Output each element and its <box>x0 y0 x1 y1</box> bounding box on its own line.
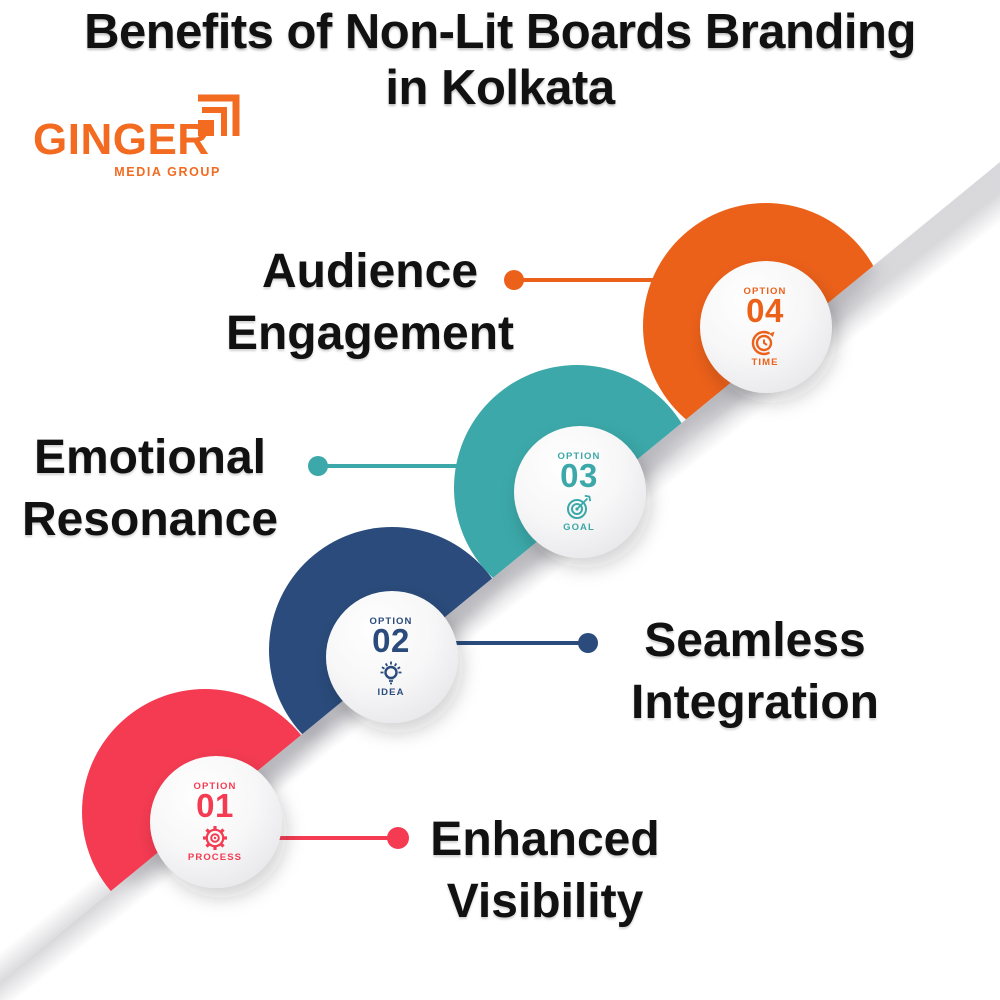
logo-wordmark: GINGER <box>33 115 210 164</box>
option-04-inner-circle <box>700 261 832 393</box>
lightbulb-icon <box>380 661 402 685</box>
option-02-number: 02 <box>372 622 410 659</box>
page-title-line1: Benefits of Non-Lit Boards Branding <box>84 5 916 59</box>
option-01-category: PROCESS <box>188 852 242 863</box>
option-04-label: OPTION <box>743 286 786 297</box>
connector-dot-03 <box>308 456 328 476</box>
page-title-line2: in Kolkata <box>385 61 615 115</box>
option-03-content: OPTION 03 GOAL <box>557 451 600 533</box>
option-04-number: 04 <box>746 292 784 329</box>
layered-squares-icon <box>198 94 240 136</box>
label-enhanced-visibility: Enhanced Visibility <box>430 813 660 928</box>
option-02-inner-circle <box>326 591 458 723</box>
option-01-inner-circle <box>150 756 282 888</box>
option-03-label: OPTION <box>557 451 600 462</box>
label-audience-engagement: Audience Engagement <box>225 245 515 360</box>
clock-icon <box>751 330 775 356</box>
target-icon <box>567 494 592 519</box>
option-03-category: GOAL <box>563 522 595 533</box>
option-04-content: OPTION 04 TIME <box>743 286 786 368</box>
option-04-category: TIME <box>751 357 778 368</box>
label-seamless-integration: Seamless Integration <box>631 614 879 729</box>
option-01-label: OPTION <box>193 781 236 792</box>
option-02-label: OPTION <box>369 616 412 627</box>
logo-tagline: MEDIA GROUP <box>114 165 221 179</box>
page-title: Benefits of Non-Lit Boards Branding in K… <box>0 4 1000 116</box>
option-02-category: IDEA <box>377 687 404 698</box>
option-03-inner-circle <box>514 426 646 558</box>
option-03-number: 03 <box>560 457 598 494</box>
option-01-content: OPTION 01 PROCESS <box>188 781 242 863</box>
option-01-number: 01 <box>196 787 234 824</box>
connector-dot-04 <box>504 270 524 290</box>
label-emotional-resonance: Emotional Resonance <box>21 431 279 546</box>
connector-dot-02 <box>578 633 598 653</box>
connector-dot-01 <box>387 827 409 849</box>
option-02-content: OPTION 02 IDEA <box>369 616 412 698</box>
gear-icon <box>203 826 227 850</box>
